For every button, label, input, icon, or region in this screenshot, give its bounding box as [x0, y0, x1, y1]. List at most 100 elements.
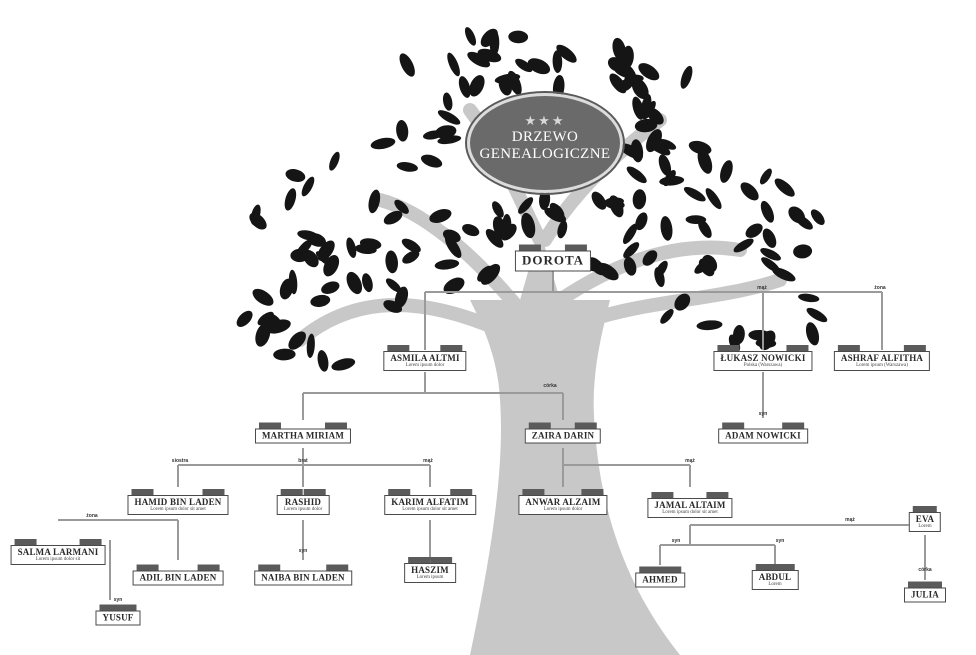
leaf-shape — [626, 166, 647, 184]
leaf-shape — [760, 200, 774, 223]
leaf-shape — [740, 182, 759, 201]
leaf-shape — [660, 216, 673, 241]
leaf-shape — [720, 160, 733, 183]
leaf-shape — [612, 37, 627, 62]
leaf-shape — [597, 262, 619, 281]
relation-label: mąż — [757, 285, 767, 291]
leaf-shape — [733, 238, 754, 253]
person-note: Lorem ipsum dolor sit amet — [402, 507, 458, 512]
leaf-shape — [642, 250, 658, 266]
leaf-shape — [655, 260, 668, 278]
leaf-shape — [638, 63, 660, 81]
leaf-shape — [688, 140, 712, 155]
leaf-shape — [805, 322, 820, 346]
leaf-shape — [480, 28, 498, 48]
relation-label: żona — [874, 285, 886, 291]
relation-label: mąż — [685, 458, 695, 464]
leaf-shape — [467, 51, 491, 68]
person-name: JAMAL ALTAIM — [654, 500, 726, 510]
leaf-shape — [362, 273, 373, 293]
leaf-shape — [806, 307, 828, 323]
person-node: ADAM NOWICKI — [718, 422, 808, 444]
leaf-shape — [368, 189, 381, 214]
leaf-shape — [462, 224, 480, 237]
leaf-shape — [527, 58, 551, 75]
leaf-shape — [370, 137, 396, 150]
relation-label: mąż — [845, 517, 855, 523]
leaf-shape — [273, 348, 296, 361]
leaf-shape — [748, 329, 772, 341]
person-note: Lorem — [768, 582, 782, 587]
leaf-shape — [793, 244, 813, 259]
leaf-shape — [507, 70, 522, 95]
leaf-shape — [658, 154, 672, 176]
person-name: ABDUL — [758, 572, 792, 582]
leaf-shape — [697, 149, 713, 174]
person-name: NAIBA BIN LADEN — [261, 572, 345, 583]
leaf-shape — [359, 238, 382, 250]
leaf-shape — [385, 278, 402, 293]
leaf-shape — [285, 169, 306, 182]
leaf-shape — [288, 269, 298, 295]
person-name: ADIL BIN LADEN — [139, 572, 217, 583]
leaf-shape — [437, 135, 462, 145]
leaf-shape — [648, 140, 671, 156]
leaf-shape — [521, 212, 536, 239]
leaf-shape — [772, 267, 796, 282]
relation-label: żona — [86, 513, 98, 519]
person-name: KARIM ALFATIM — [391, 497, 469, 507]
leaf-shape — [443, 277, 465, 295]
relation-label: syn — [775, 538, 785, 544]
leaf-shape — [774, 178, 795, 197]
leaf-shape — [266, 319, 291, 334]
leaf-shape — [798, 293, 820, 303]
person-node: JULIA — [903, 581, 947, 603]
connector-lines — [58, 270, 926, 600]
leaf-shape — [705, 188, 722, 210]
person-note: Lorem ipsum dolor — [543, 507, 583, 512]
leaf-shape — [301, 176, 315, 197]
person-name: RASHID — [284, 497, 322, 507]
leaf-shape — [623, 256, 637, 276]
tree-foliage — [236, 27, 828, 372]
leaf-shape — [442, 229, 461, 243]
person-node: AHMED — [635, 566, 685, 588]
leaf-shape — [810, 209, 825, 225]
person-note: Lorem — [918, 524, 932, 529]
leaf-shape — [591, 191, 607, 210]
leaf-shape — [346, 271, 363, 295]
leaf-shape — [623, 242, 640, 259]
person-name: HAMID BIN LADEN — [134, 497, 222, 507]
person-name: YUSUF — [102, 612, 134, 623]
leaf-shape — [315, 251, 334, 267]
person-name: AHMED — [642, 574, 678, 585]
leaf-shape — [556, 44, 577, 63]
person-name: ASMILA ALTMI — [390, 353, 460, 363]
leaf-shape — [631, 78, 649, 100]
leaf-shape — [435, 125, 457, 139]
leaf-shape — [632, 189, 647, 210]
leaf-shape — [288, 331, 307, 350]
leaf-shape — [544, 207, 567, 223]
person-node: MARTHA MIRIAM — [254, 422, 352, 444]
leaf-shape — [296, 239, 313, 257]
person-name: ZAIRA DARIN — [531, 430, 595, 441]
relation-label: syn — [671, 538, 681, 544]
leaf-shape — [658, 139, 677, 150]
leaf-shape — [492, 201, 504, 218]
person-name: MARTHA MIRIAM — [261, 430, 345, 441]
leaf-shape — [396, 162, 418, 172]
leaf-shape — [634, 118, 658, 133]
relation-label: córka — [918, 567, 932, 573]
person-note: Lorem ipsum dolor sit — [35, 557, 81, 562]
leaf-shape — [680, 65, 693, 89]
person-node: ADIL BIN LADEN — [132, 564, 224, 586]
leaf-shape — [394, 199, 409, 214]
leaf-shape — [310, 294, 331, 307]
